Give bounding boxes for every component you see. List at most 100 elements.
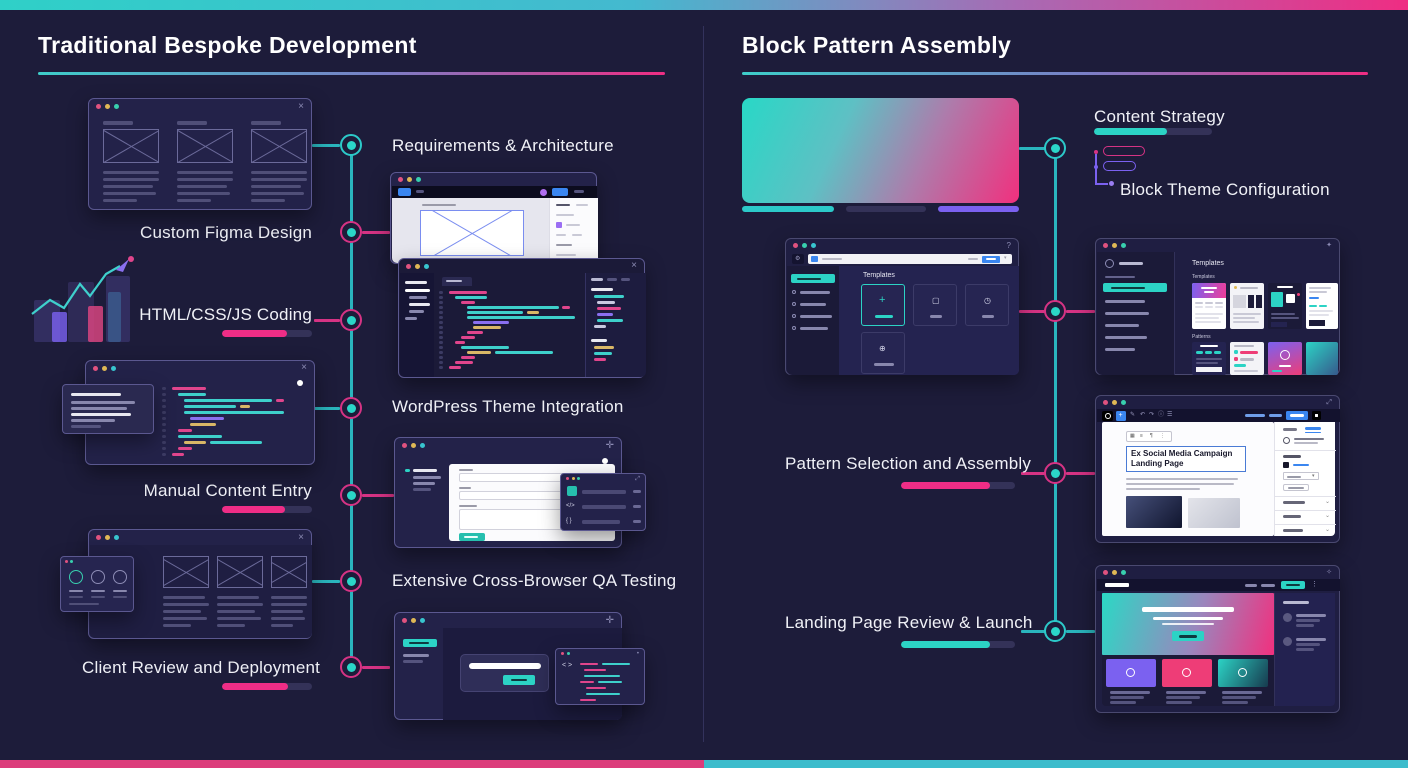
connector-line	[1019, 310, 1045, 313]
site-logo-icon	[1105, 259, 1114, 268]
chevron-down-icon: ⌄	[1325, 513, 1331, 519]
progress-fill	[222, 683, 288, 690]
globe-browser-icon	[69, 570, 83, 584]
list-dot-icon	[1094, 150, 1098, 154]
sparkle-icon: ✧	[1326, 569, 1332, 576]
undo-icon: ↶	[1140, 412, 1146, 418]
window-dot-icon	[420, 618, 425, 623]
window-dot-icon	[1103, 243, 1108, 248]
selected-heading-block: Ex Social Media Campaign Landing Page	[1126, 446, 1246, 472]
window-dot-icon	[561, 652, 564, 655]
block-item-icon	[567, 486, 577, 496]
window-dot-icon	[93, 365, 98, 371]
timeline-node	[340, 656, 362, 678]
align-icon: ≡	[1140, 433, 1143, 439]
chevron-down-icon: ▾	[1312, 473, 1315, 479]
window-titlebar	[61, 557, 133, 565]
window-titlebar: ✛	[395, 438, 621, 453]
connector-line	[1066, 310, 1095, 313]
wordpress-icon	[1104, 413, 1111, 419]
window-dot-icon	[811, 243, 816, 248]
step-label: Landing Page Review & Launch	[785, 613, 1033, 632]
card-footer-bar	[938, 206, 1019, 212]
site-navbar: ⋮	[1097, 579, 1340, 591]
timeline-node	[340, 221, 362, 243]
admin-address-bar: ▾	[808, 254, 1012, 264]
plus-icon: +	[879, 294, 886, 306]
expand-icon: ⤢	[635, 475, 640, 482]
template-thumbnail	[1306, 283, 1338, 329]
file-explorer	[400, 273, 434, 377]
pattern-thumbnail	[1268, 342, 1302, 375]
progress-bar	[1094, 128, 1212, 135]
settings-toggle-button	[1312, 411, 1321, 420]
feature-icon	[1238, 668, 1247, 677]
top-accent-bar	[0, 0, 1408, 10]
step-label: Requirements & Architecture	[392, 136, 614, 155]
column-divider	[703, 26, 704, 742]
gallery-sidebar	[1097, 252, 1175, 375]
name-field	[459, 473, 571, 482]
right-title-underline	[742, 72, 1368, 75]
code-snippet-card: • < >	[555, 648, 645, 705]
progress-bar	[222, 506, 312, 513]
right-panel-title: Block Pattern Assembly	[742, 32, 1012, 58]
info-icon: ⓘ	[1158, 412, 1165, 418]
connector-line	[362, 494, 394, 497]
pattern-pill-icon	[1103, 146, 1145, 156]
outline-button	[1283, 484, 1309, 491]
window-titlebar: ×	[86, 361, 314, 375]
connector-line	[362, 231, 390, 234]
pattern-thumbnail	[1230, 342, 1264, 375]
clock-icon: ◷	[984, 296, 991, 305]
template-card: ◷	[965, 284, 1009, 326]
feature-icon	[1182, 668, 1191, 677]
message-field	[459, 509, 571, 530]
progress-fill	[901, 641, 990, 648]
dropdown-field: ▾	[1283, 472, 1319, 480]
more-icon: ⋮	[1160, 433, 1165, 439]
window-dot-icon	[70, 559, 73, 563]
refresh-icon	[1280, 350, 1290, 360]
timeline-node	[1044, 620, 1066, 642]
gear-icon: ⚙	[795, 256, 801, 262]
avatar	[297, 380, 303, 386]
step-label: Extensive Cross-Browser QA Testing	[392, 571, 677, 590]
blank-template-icon: ⊕	[879, 344, 886, 353]
arrow-dot-icon	[1109, 181, 1114, 186]
hero-section	[1102, 593, 1274, 655]
template-card-new: +	[861, 284, 905, 326]
chevron-down-icon: ▾	[1004, 255, 1007, 261]
post-title-text: Ex Social Media Campaign Landing Page	[1131, 449, 1233, 468]
avatar	[602, 458, 608, 464]
timeline-node	[340, 570, 362, 592]
template-thumbnail	[1268, 283, 1302, 329]
growth-chart-icon	[31, 256, 134, 342]
window-titlebar: ?	[786, 239, 1018, 252]
left-title-underline	[38, 72, 665, 75]
list-view-icon: ☰	[1167, 412, 1173, 418]
block-type-icon: ▦	[1130, 433, 1135, 439]
expand-icon: ⤢	[1326, 399, 1332, 406]
admin-gear-button: ⚙	[792, 254, 804, 264]
connector-line	[1021, 472, 1045, 475]
step-label: Client Review and Deployment	[82, 658, 321, 677]
bottom-accent-bar-right	[704, 760, 1408, 768]
window-dot-icon	[577, 477, 580, 480]
plus-icon: +	[1118, 412, 1123, 419]
admin-toolbar-button	[982, 255, 1000, 263]
move-icon: ✛	[605, 439, 614, 451]
step-label: Block Theme Configuration	[1120, 180, 1330, 199]
window-titlebar: ×	[89, 99, 311, 114]
close-icon: ×	[298, 531, 304, 543]
menu-icon	[792, 302, 796, 306]
progress-bar	[901, 641, 1015, 648]
timeline-node	[1044, 462, 1066, 484]
menu-icon	[792, 290, 796, 294]
sidebar-button	[403, 639, 437, 647]
wireframe-browser-window: ×	[88, 98, 312, 210]
window-titlebar: ✦	[1096, 239, 1339, 252]
code-icon: < >	[562, 662, 573, 669]
close-icon: ×	[631, 260, 637, 271]
